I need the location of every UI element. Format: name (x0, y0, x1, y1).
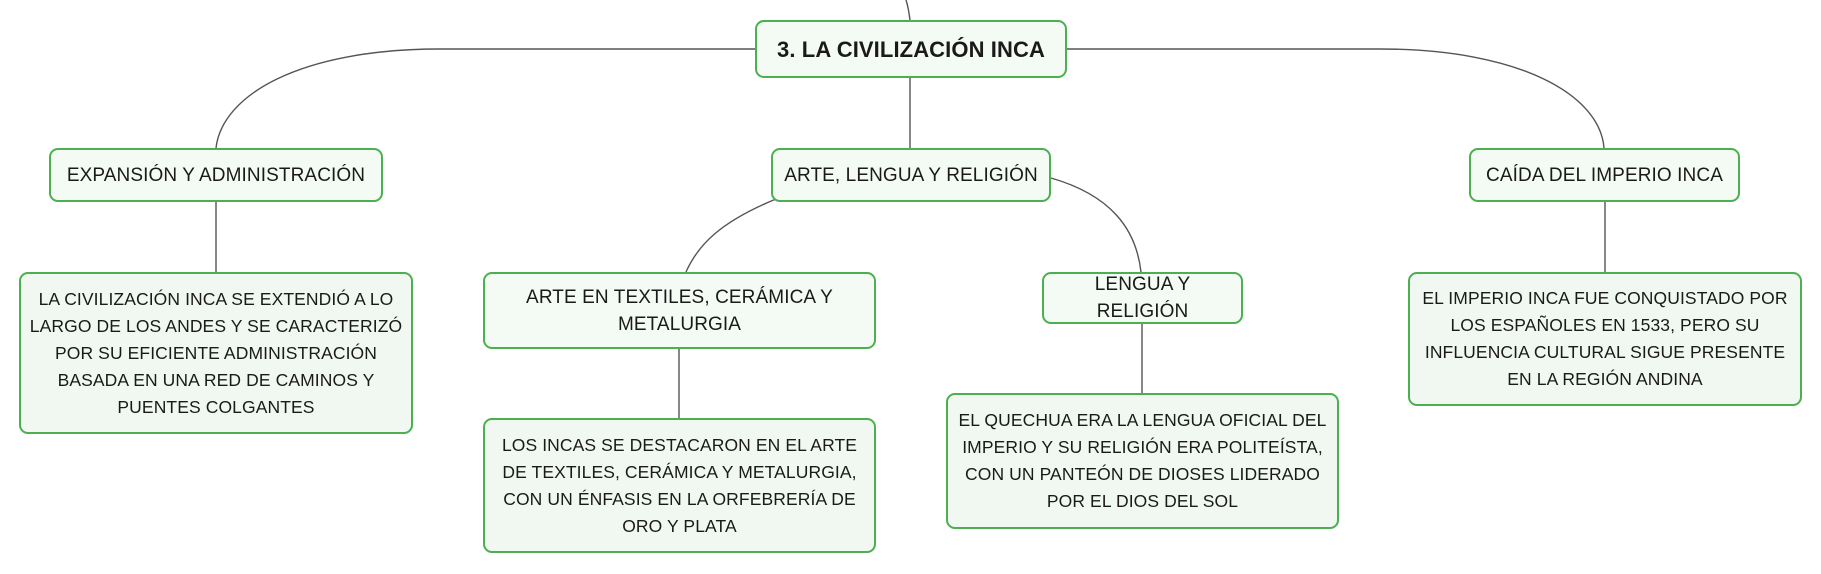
branch-node-caida[interactable]: CAÍDA DEL IMPERIO INCA (1469, 148, 1740, 202)
branch-node-label: EXPANSIÓN Y ADMINISTRACIÓN (66, 164, 366, 186)
detail-node-lengua[interactable]: EL QUECHUA ERA LA LENGUA OFICIAL DEL IMP… (946, 393, 1339, 529)
subbranch-node-label: LENGUA Y RELIGIÓN (1094, 274, 1191, 322)
detail-node-textiles[interactable]: LOS INCAS SE DESTACARON EN EL ARTE DE TE… (483, 418, 876, 553)
connector-parent-root (905, 0, 911, 21)
detail-node-caida[interactable]: EL IMPERIO INCA FUE CONQUISTADO POR LOS … (1408, 272, 1802, 406)
connector-arte-lengua (1050, 177, 1142, 273)
root-node[interactable]: 3. LA CIVILIZACIÓN INCA (755, 20, 1067, 78)
detail-node-text: LA CIVILIZACIÓN INCA SE EXTENDIÓ A LO LA… (29, 288, 403, 417)
detail-node-expansion[interactable]: LA CIVILIZACIÓN INCA SE EXTENDIÓ A LO LA… (19, 272, 413, 434)
root-node-label: 3. LA CIVILIZACIÓN INCA (777, 36, 1045, 62)
detail-node-text: EL QUECHUA ERA LA LENGUA OFICIAL DEL IMP… (958, 410, 1327, 511)
connector-arte-textiles (685, 198, 777, 273)
branch-node-label: ARTE, LENGUA Y RELIGIÓN (784, 164, 1038, 186)
detail-node-text: EL IMPERIO INCA FUE CONQUISTADO POR LOS … (1422, 288, 1788, 389)
subbranch-node-textiles[interactable]: ARTE EN TEXTILES, CERÁMICA Y METALURGIA (483, 272, 876, 349)
branch-node-label: CAÍDA DEL IMPERIO INCA (1486, 164, 1723, 186)
branch-node-arte[interactable]: ARTE, LENGUA Y RELIGIÓN (771, 148, 1051, 202)
subbranch-node-label: ARTE EN TEXTILES, CERÁMICA Y METALURGIA (526, 286, 833, 335)
detail-node-text: LOS INCAS SE DESTACARON EN EL ARTE DE TE… (501, 434, 858, 536)
connector-root-expansion (215, 48, 756, 149)
subbranch-node-lengua[interactable]: LENGUA Y RELIGIÓN (1042, 272, 1243, 324)
branch-node-expansion[interactable]: EXPANSIÓN Y ADMINISTRACIÓN (49, 148, 383, 202)
connector-root-caida (1066, 48, 1605, 149)
